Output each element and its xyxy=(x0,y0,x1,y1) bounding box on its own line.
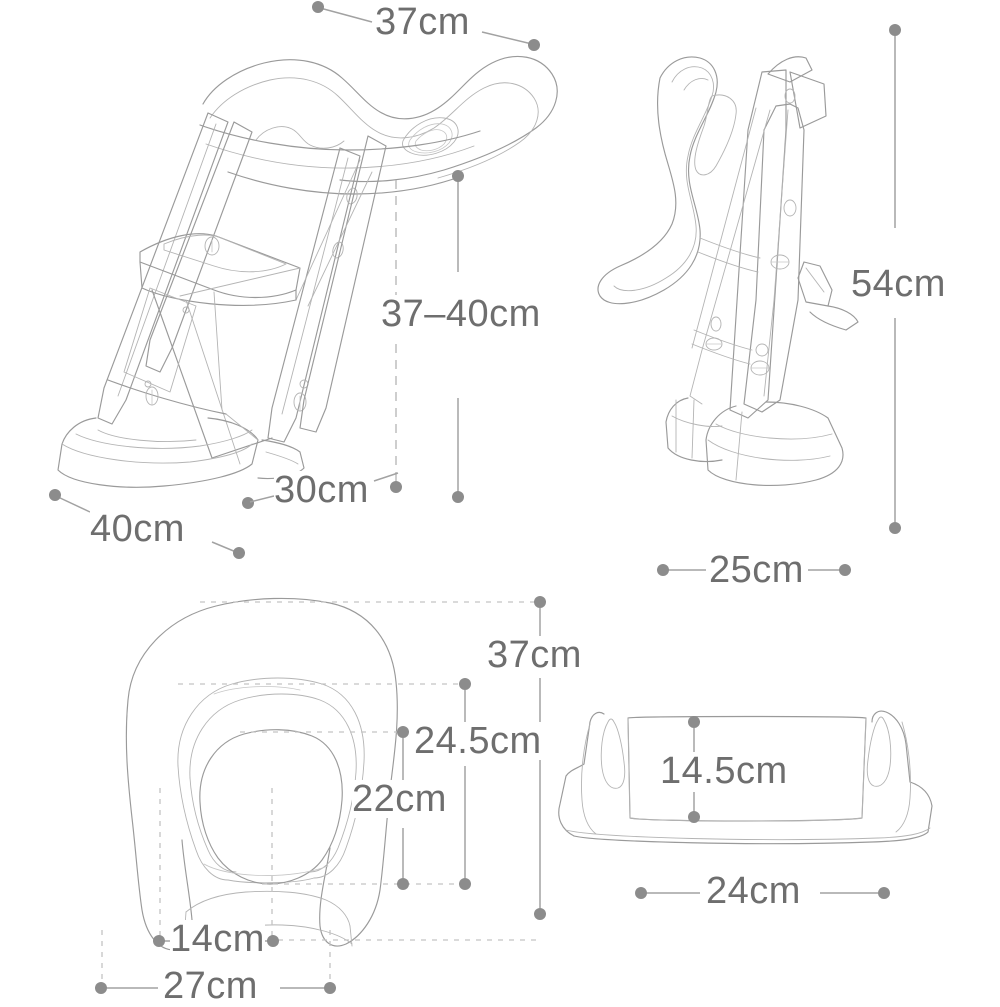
label-seat-total-depth: 37cm xyxy=(487,634,582,676)
dim-step-height xyxy=(688,716,700,823)
dim-seat-total-width xyxy=(95,982,336,994)
seat-reference-lines xyxy=(101,601,536,984)
view-assembled-step-stool-side xyxy=(57,55,558,488)
label-seat-ring-depth: 24.5cm xyxy=(414,720,542,762)
dim-folded-width xyxy=(657,564,851,576)
label-seat-opening-width: 14cm xyxy=(170,918,265,960)
label-seat-opening-depth: 22cm xyxy=(352,778,447,820)
dim-folded-height xyxy=(889,24,901,534)
label-base-width: 40cm xyxy=(90,508,185,550)
dim-seat-total-depth xyxy=(534,596,546,920)
label-step-height: 14.5cm xyxy=(660,750,788,792)
dim-seat-width-top xyxy=(312,1,540,51)
label-base-depth: 30cm xyxy=(274,469,369,511)
label-seat-width-top: 37cm xyxy=(375,1,470,43)
dim-seat-opening-width xyxy=(153,935,279,947)
dim-seat-opening-depth xyxy=(397,726,409,890)
label-folded-height: 54cm xyxy=(851,263,946,305)
label-step-width: 24cm xyxy=(706,870,801,912)
dim-base-depth xyxy=(242,472,399,509)
dim-step-width xyxy=(635,887,890,899)
view-folded-step-stool xyxy=(597,56,859,487)
label-seat-height-range: 37–40cm xyxy=(381,293,541,335)
dim-seat-height-range xyxy=(390,170,464,503)
label-seat-total-width: 27cm xyxy=(163,965,258,1007)
dim-seat-ring-depth xyxy=(459,678,471,890)
dim-base-width xyxy=(49,489,245,559)
label-folded-width: 25cm xyxy=(709,549,804,591)
